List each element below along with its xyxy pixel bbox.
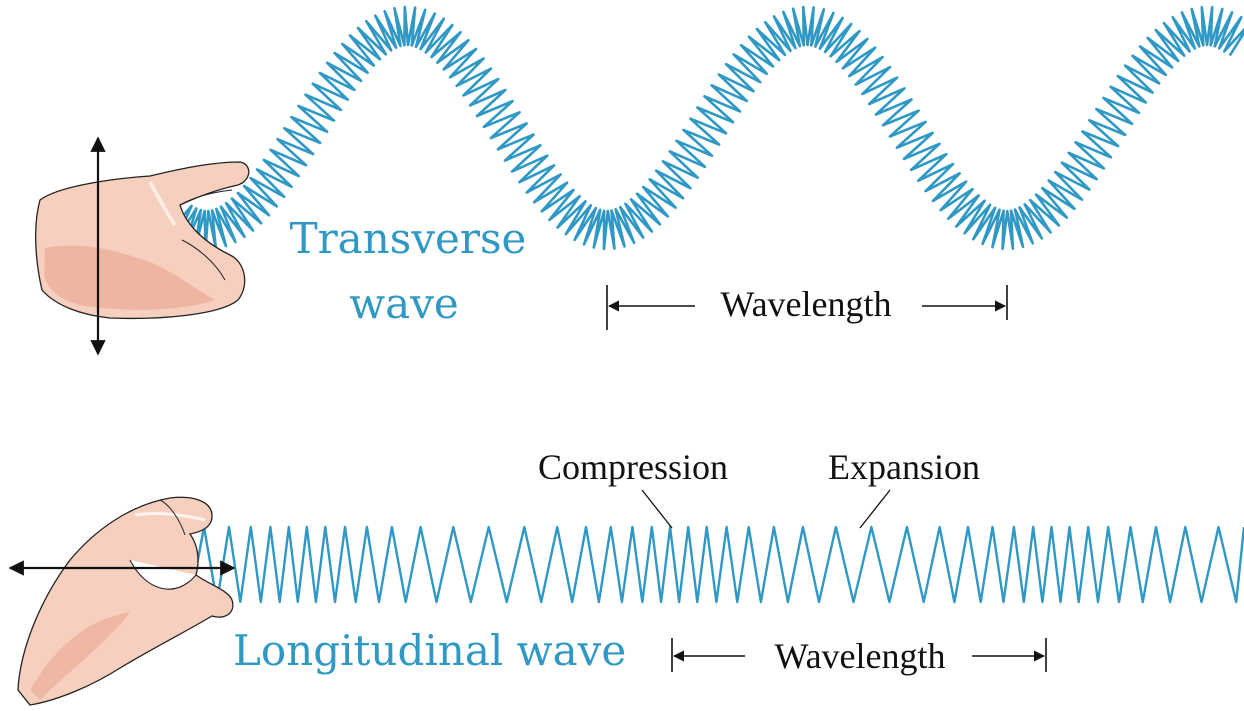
transverse-wavelength-label: Wavelength [720, 284, 891, 324]
expansion-label: Expansion [828, 447, 980, 487]
transverse-label-line1: Transverse [290, 214, 527, 263]
transverse-wavelength-dimension: Wavelength [606, 284, 1008, 330]
hand-icon [17, 496, 234, 706]
longitudinal-wavelength-dimension: Wavelength [671, 636, 1047, 676]
longitudinal-wavelength-label: Wavelength [774, 636, 945, 676]
hand-icon [35, 161, 250, 320]
expansion-leader [859, 489, 891, 529]
longitudinal-spring [188, 525, 1244, 604]
compression-label: Compression [538, 447, 728, 487]
longitudinal-label: Longitudinal wave [233, 626, 626, 675]
transverse-spring [166, 5, 1244, 251]
transverse-section: Transverse wave Wavelength [35, 5, 1244, 356]
longitudinal-section: Longitudinal wave Compression Expansion … [8, 447, 1244, 706]
compression-leader [641, 489, 673, 529]
transverse-label-line2: wave [349, 279, 459, 328]
